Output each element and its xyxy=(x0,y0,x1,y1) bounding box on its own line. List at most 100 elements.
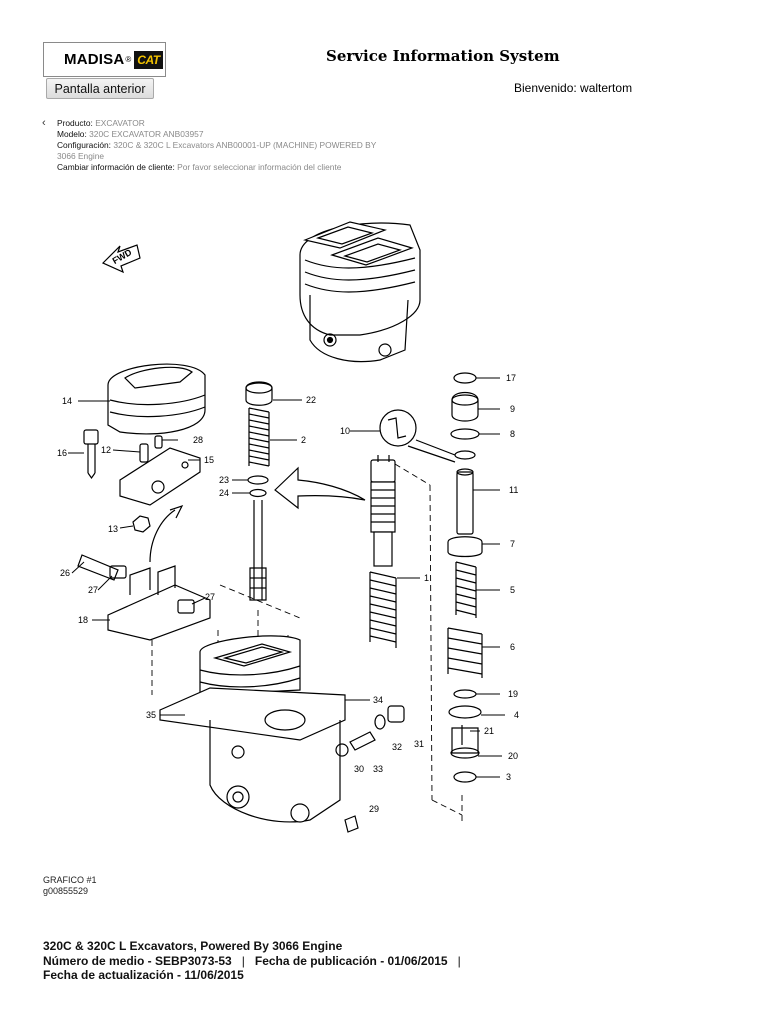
config-value: 320C & 320C L Excavators ANB00001-UP (MA… xyxy=(113,140,377,150)
callout-33: 33 xyxy=(373,764,383,774)
part-15-plate xyxy=(119,447,201,506)
callout-31: 31 xyxy=(414,739,424,749)
part-31-plug xyxy=(387,705,405,723)
callout-7: 7 xyxy=(510,539,515,549)
config-value-cont: 3066 Engine xyxy=(57,151,105,161)
push-rod xyxy=(249,500,267,601)
callout-15: 15 xyxy=(204,455,214,465)
footer-title: 320C & 320C L Excavators, Powered By 306… xyxy=(43,939,343,953)
callout-17: 17 xyxy=(506,373,516,383)
callout-18: 18 xyxy=(78,615,88,625)
part-13-nut xyxy=(132,515,151,533)
model-value: 320C EXCAVATOR ANB03957 xyxy=(89,129,204,139)
product-info: ‹ Producto: EXCAVATOR Modelo: 320C EXCAV… xyxy=(42,118,422,173)
callout-4: 4 xyxy=(514,710,519,720)
part-24-ring xyxy=(249,488,267,498)
callout-24: 24 xyxy=(219,488,229,498)
callout-2: 2 xyxy=(301,435,306,445)
part-18-bracket xyxy=(107,565,211,641)
callout-34: 34 xyxy=(373,695,383,705)
part-17-ring xyxy=(453,372,477,384)
part-14-boot xyxy=(107,363,206,435)
part-32-ring xyxy=(374,714,386,730)
part-1-spool xyxy=(370,455,396,567)
part-19-ring xyxy=(453,689,477,699)
part-6-spring xyxy=(447,627,483,678)
part-9-guide xyxy=(451,391,479,422)
bottom-valve-body xyxy=(159,635,346,823)
part-29-plug xyxy=(344,815,359,833)
part-2-spring xyxy=(248,407,270,467)
part-10-detail xyxy=(379,409,456,463)
callout-32: 32 xyxy=(392,742,402,752)
callout-9: 9 xyxy=(510,404,515,414)
callout-6: 6 xyxy=(510,642,515,652)
callout-35: 35 xyxy=(146,710,156,720)
callout-16: 16 xyxy=(57,448,67,458)
callout-26: 26 xyxy=(60,568,70,578)
assembly-arrow xyxy=(149,509,176,563)
callout-30: 30 xyxy=(354,764,364,774)
graphic-id: g00855529 xyxy=(43,886,89,896)
callout-21: 21 xyxy=(484,726,494,736)
part-12-pin xyxy=(139,443,149,463)
cat-brand-mark: CAT xyxy=(134,50,163,69)
footer-separator-2: | xyxy=(457,953,461,968)
exploded-parts-diagram: FWD 14 16 12 28 15 13 26 27 18 27 22 2 2… xyxy=(57,221,519,833)
footer-separator: | xyxy=(241,953,245,968)
document-footer: 320C & 320C L Excavators, Powered By 306… xyxy=(43,939,471,983)
callout-29: 29 xyxy=(369,804,379,814)
callout-27-right: 27 xyxy=(205,592,215,602)
part-28-pin xyxy=(154,435,163,449)
madisa-cat-logo: MADISA ® CAT xyxy=(43,42,166,77)
callout-3: 3 xyxy=(506,772,511,782)
model-label: Modelo: xyxy=(57,129,87,139)
top-valve-assembly xyxy=(299,221,421,363)
part-30-ball xyxy=(335,743,349,757)
callout-19: 19 xyxy=(508,689,518,699)
callout-14: 14 xyxy=(62,396,72,406)
product-value: EXCAVATOR xyxy=(95,118,145,128)
callout-20: 20 xyxy=(508,751,518,761)
logo-text: MADISA xyxy=(64,51,125,68)
callout-11: 11 xyxy=(509,485,518,495)
part-22-cap xyxy=(245,381,273,406)
config-label: Configuración: xyxy=(57,140,112,150)
callout-22: 22 xyxy=(306,395,316,405)
callout-labels: 14 16 12 28 15 13 26 27 18 27 22 2 23 24… xyxy=(57,373,519,814)
part-33-plug xyxy=(349,731,376,751)
collapse-chevron-icon[interactable]: ‹ xyxy=(42,117,46,129)
publish-date: Fecha de publicación - 01/06/2015 xyxy=(254,953,448,968)
callout-12: 12 xyxy=(101,445,111,455)
part-16-bolt xyxy=(83,429,99,480)
part-11-plunger xyxy=(456,468,474,535)
update-date: Fecha de actualización - 11/06/2015 xyxy=(43,968,244,982)
part-4-washer xyxy=(448,705,482,719)
part-26-pin xyxy=(77,554,119,581)
change-customer-label: Cambiar información de cliente: xyxy=(57,162,175,172)
media-number: Número de medio - SEBP3073-53 xyxy=(43,953,232,968)
callout-28: 28 xyxy=(193,435,203,445)
part-20-21-seat xyxy=(450,725,480,759)
logo-registered-mark: ® xyxy=(125,55,132,64)
callout-27-left: 27 xyxy=(88,585,98,595)
callout-10: 10 xyxy=(340,426,350,436)
part-27-bushing-left xyxy=(109,565,127,579)
part-8-seal xyxy=(450,428,480,440)
previous-screen-button[interactable]: Pantalla anterior xyxy=(46,78,154,99)
callout-13: 13 xyxy=(108,524,118,534)
direction-arrow-icon xyxy=(274,466,366,510)
fwd-arrow-icon xyxy=(101,244,141,274)
callout-23: 23 xyxy=(219,475,229,485)
part-27-bushing-right xyxy=(177,599,195,614)
system-title: Service Information System xyxy=(326,47,560,65)
spool-spring xyxy=(369,571,397,648)
welcome-text: Bienvenido: waltertom xyxy=(514,81,633,95)
part-small-ring xyxy=(454,450,476,460)
callout-1: 1 xyxy=(424,573,429,583)
graphic-number: GRAFICO #1 xyxy=(43,875,97,885)
part-7-retainer xyxy=(447,536,483,558)
product-label: Producto: xyxy=(57,118,93,128)
change-customer-link[interactable]: Por favor seleccionar información del cl… xyxy=(177,162,342,172)
graphic-caption: GRAFICO #1 g00855529 xyxy=(43,875,97,897)
